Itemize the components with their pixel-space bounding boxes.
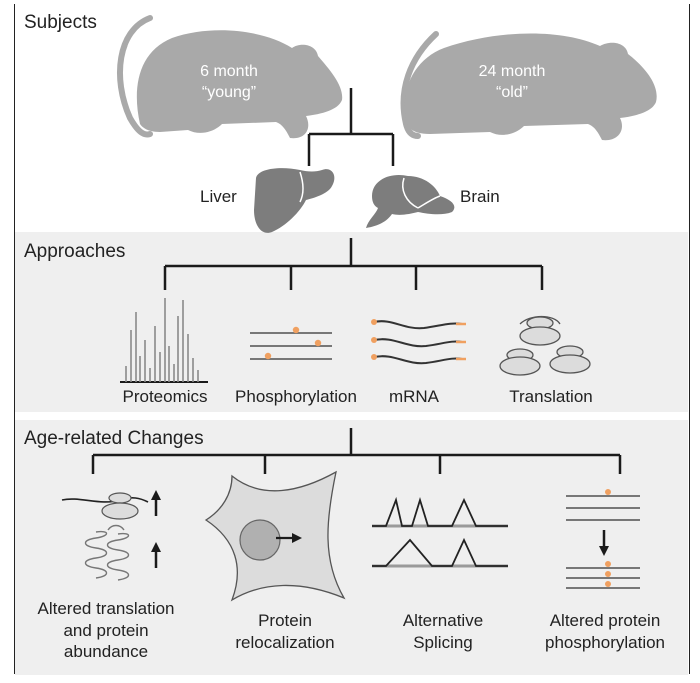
approaches-connector — [163, 238, 544, 290]
phospho-change-icon — [566, 489, 640, 589]
old-mouse-label: 24 month “old” — [462, 62, 562, 104]
young-mouse-label: 6 month “young” — [184, 62, 274, 104]
splicing-icon — [372, 496, 508, 568]
ribosome-icon — [499, 315, 591, 376]
change-label-splicing: Alternative Splicing — [378, 610, 508, 653]
changes-connector — [91, 428, 622, 474]
liver-icon — [254, 168, 335, 233]
section-title-age-related-changes: Age-related Changes — [24, 428, 204, 449]
approach-label-translation: Translation — [509, 387, 593, 406]
change-label-splicing-line1: Alternative — [402, 611, 484, 630]
change-label-relocalization: Protein relocalization — [215, 610, 355, 653]
mrna-icon — [373, 320, 463, 365]
change-label-phosphorylation-line2: phosphorylation — [544, 632, 666, 652]
section-title-subjects: Subjects — [24, 12, 97, 33]
down-arrow-icon — [599, 530, 609, 556]
change-label-relocalization-line1: Protein — [258, 611, 312, 630]
mrna-caps-icon — [371, 319, 377, 360]
up-arrow-icon — [151, 542, 161, 568]
change-label-splicing-line2: Splicing — [413, 632, 473, 652]
up-arrow-icon — [151, 490, 161, 516]
tissue-label-brain: Brain — [460, 187, 500, 206]
young-age-text: 6 month — [200, 63, 258, 80]
approach-label-phosphorylation: Phosphorylation — [235, 387, 357, 406]
proteomics-spectrum-icon — [120, 298, 208, 383]
phosphorylation-icon — [250, 326, 332, 360]
change-label-translation-line1: Altered translation — [37, 599, 175, 618]
cell-relocalization-icon — [204, 470, 346, 602]
young-group-text: “young” — [201, 83, 257, 101]
protein-helix-icon — [84, 524, 130, 581]
change-label-phosphorylation: Altered protein phosphorylation — [526, 610, 684, 653]
figure-frame — [14, 4, 690, 674]
change-label-relocalization-line2: relocalization — [235, 632, 335, 652]
brain-icon — [366, 174, 455, 228]
old-group-text: “old” — [495, 83, 528, 101]
age-related-changes-panel — [15, 420, 688, 675]
mrna-tails-icon — [456, 322, 466, 361]
young-mouse-icon — [117, 15, 343, 139]
right-arrow-icon — [276, 533, 302, 543]
old-age-text: 24 month — [478, 63, 546, 80]
change-label-translation-line2: and protein — [63, 620, 149, 640]
old-mouse-icon — [400, 31, 657, 141]
change-label-translation: Altered translation and protein abundanc… — [22, 598, 190, 663]
subjects-connector — [307, 88, 395, 166]
approach-label-proteomics: Proteomics — [122, 387, 208, 406]
tissue-label-liver: Liver — [200, 187, 237, 206]
change-label-translation-line3: abundance — [63, 642, 149, 662]
section-title-approaches: Approaches — [24, 241, 126, 262]
change-label-phosphorylation-line1: Altered protein — [549, 611, 661, 630]
approach-label-mrna: mRNA — [388, 387, 440, 406]
translation-change-icon — [61, 492, 149, 520]
